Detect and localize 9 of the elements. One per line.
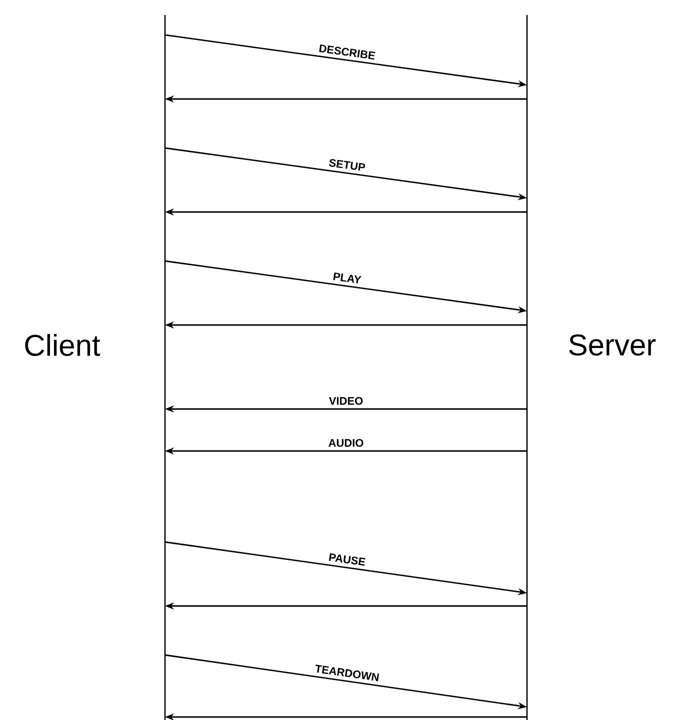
message-label: TEARDOWN	[316, 664, 379, 682]
message-label: PAUSE	[328, 553, 366, 566]
message-label: DESCRIBE	[319, 44, 376, 60]
message-label: VIDEO	[328, 397, 363, 405]
participant-name: Server	[569, 334, 656, 356]
message-label: SETUP	[329, 159, 366, 171]
message-label: PLAY	[333, 272, 362, 284]
message-label: AUDIO	[328, 439, 364, 447]
participant-name: Client	[25, 334, 100, 356]
